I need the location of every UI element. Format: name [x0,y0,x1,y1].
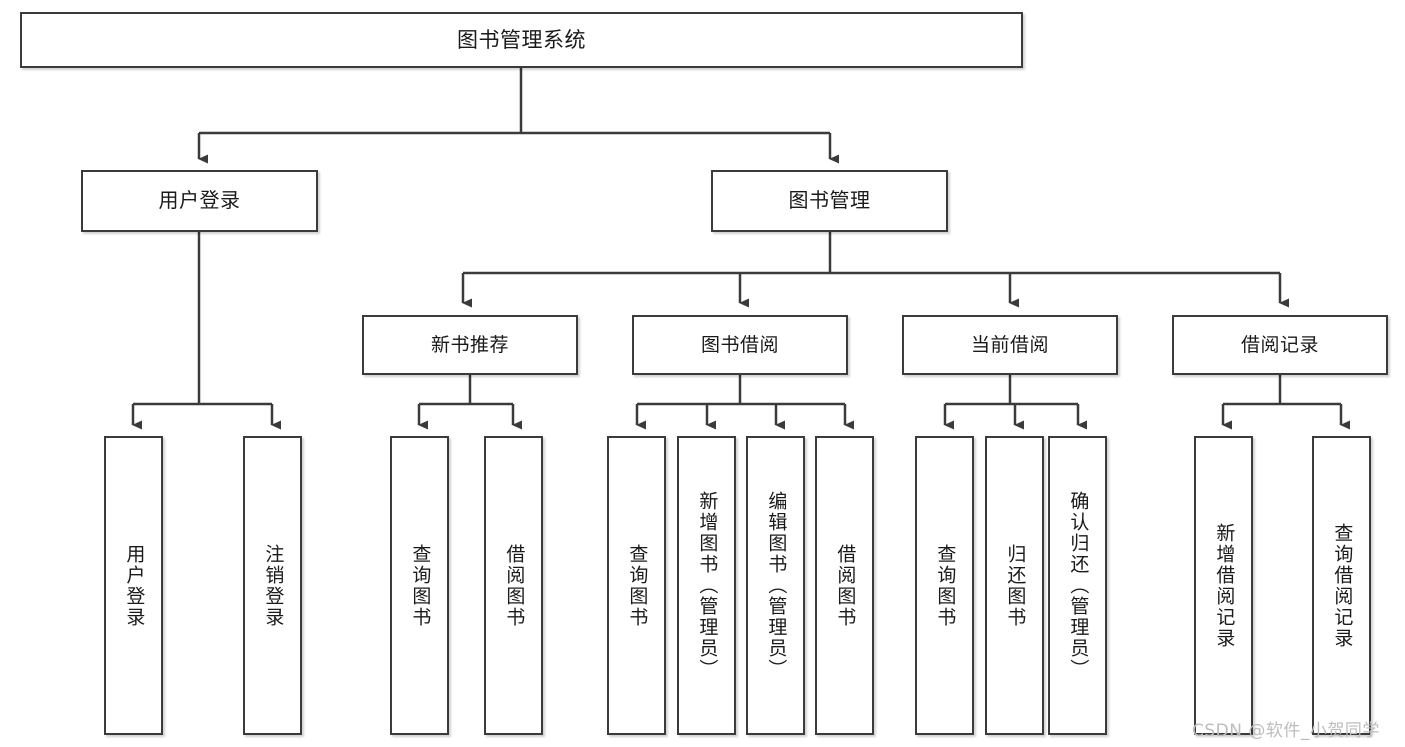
node-current-borrow[interactable]: 当前借阅 [902,315,1118,375]
leaf-borrow-add-book-admin[interactable]: 新增图书（管理员） [677,436,736,735]
node-label: 编辑图书（管理员） [765,491,788,680]
leaf-borrow-edit-book-admin[interactable]: 编辑图书（管理员） [746,436,805,735]
leaf-borrow-query-book[interactable]: 查询图书 [607,436,666,735]
leaf-user-login-logout[interactable]: 注销登录 [243,436,302,735]
node-root-system[interactable]: 图书管理系统 [20,12,1023,68]
node-label: 新书推荐 [430,333,509,356]
node-label: 归还图书 [1004,543,1027,628]
node-book-borrow[interactable]: 图书借阅 [632,315,848,375]
leaf-current-return-book[interactable]: 归还图书 [985,436,1044,735]
node-book-management[interactable]: 图书管理 [711,170,948,232]
node-user-login[interactable]: 用户登录 [81,170,318,232]
leaf-recommend-query-book[interactable]: 查询图书 [390,436,449,735]
node-label: 查询图书 [626,543,649,628]
leaf-user-login-login[interactable]: 用户登录 [104,436,163,735]
node-label: 图书管理系统 [457,27,586,52]
leaf-record-add-record[interactable]: 新增借阅记录 [1194,436,1253,735]
node-label: 新增图书（管理员） [696,491,719,680]
leaf-current-confirm-return-admin[interactable]: 确认归还（管理员） [1048,436,1107,735]
leaf-recommend-borrow-book[interactable]: 借阅图书 [484,436,543,735]
node-label: 图书管理 [788,188,871,213]
node-label: 用户登录 [123,543,146,628]
node-label: 借阅记录 [1240,333,1319,356]
node-borrow-record[interactable]: 借阅记录 [1172,315,1388,375]
leaf-record-query-record[interactable]: 查询借阅记录 [1312,436,1371,735]
leaf-borrow-borrow-book[interactable]: 借阅图书 [815,436,874,735]
node-new-book-recommend[interactable]: 新书推荐 [362,315,578,375]
node-label: 借阅图书 [503,543,526,628]
leaf-current-query-book[interactable]: 查询图书 [915,436,974,735]
csdn-watermark: CSDN @软件_小贺同学 [1192,721,1380,741]
node-label: 当前借阅 [970,333,1049,356]
node-label: 用户登录 [158,188,241,213]
node-label: 借阅图书 [834,543,857,628]
node-label: 注销登录 [262,543,285,628]
node-label: 新增借阅记录 [1213,522,1236,649]
node-label: 确认归还（管理员） [1067,491,1090,680]
node-label: 查询借阅记录 [1331,522,1354,649]
node-label: 图书借阅 [700,333,779,356]
node-label: 查询图书 [934,543,957,628]
node-label: 查询图书 [409,543,432,628]
